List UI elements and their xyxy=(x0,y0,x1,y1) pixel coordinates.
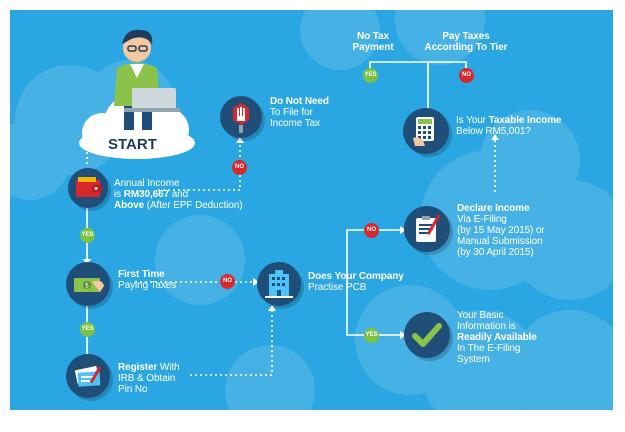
no-need-file-line1: Do Not Need xyxy=(270,96,329,107)
first-time-line2: Paying Taxes xyxy=(118,280,177,291)
declare-income-line2: Via E-Filing xyxy=(457,214,507,225)
flowchart-panel: START Annual Income is RM30,667 and Abov… xyxy=(10,10,613,410)
declare-income-line5: (by 30 April 2015) xyxy=(457,247,534,258)
clipboard-pen-icon xyxy=(404,206,450,252)
taxable-income-line2: Below RM5,001? xyxy=(456,126,531,137)
declare-income-line4: Manual Submission xyxy=(457,236,543,247)
pay-taxes-tier-line1: Pay Taxes xyxy=(442,31,490,42)
basic-info-line1: Your Basic xyxy=(457,310,504,321)
annual-income-line1: Annual Income xyxy=(114,178,180,189)
basic-info-line2: Information is xyxy=(457,321,516,332)
register-line2: IRB & Obtain xyxy=(118,373,176,384)
building-icon xyxy=(257,262,301,306)
yes-badge-first-time: YES xyxy=(80,322,95,337)
company-pcb-line2: Practise PCB xyxy=(308,282,367,293)
annual-income-text: Annual Income is RM30,667 and Above (Aft… xyxy=(114,178,274,211)
register-text: Register With IRB & Obtain Pin No xyxy=(118,362,218,395)
company-pcb-line1: Does Your Company xyxy=(308,271,404,282)
no-tax-payment-line2: Payment xyxy=(352,42,394,53)
register-line3: Pin No xyxy=(118,384,148,395)
start-character-illustration xyxy=(79,29,195,159)
taxable-income-text: Is Your Taxable Income Below RM5,001? xyxy=(456,115,606,137)
first-time-line1: First Time xyxy=(118,269,165,280)
basic-info-text: Your Basic Information is Readily Availa… xyxy=(457,310,567,365)
stop-hand-icon xyxy=(220,96,262,138)
declare-income-text: Declare Income Via E-Filing (by 15 May 2… xyxy=(457,203,567,258)
no-badge-taxable: NO xyxy=(459,68,474,83)
company-pcb-text: Does Your Company Practise PCB xyxy=(308,271,428,293)
annual-income-line3: Above (After EPF Deduction) xyxy=(114,200,243,211)
forms-icon xyxy=(66,354,110,398)
first-time-text: First Time Paying Taxes xyxy=(118,269,218,291)
no-need-file-line2: To File for xyxy=(270,107,313,118)
no-badge-company: NO xyxy=(364,223,379,238)
declare-income-line3: (by 15 May 2015) or xyxy=(457,225,545,236)
wallet-icon xyxy=(68,168,108,208)
cash-icon: $ xyxy=(66,262,110,306)
checkmark-icon xyxy=(404,312,450,358)
svg-text:$: $ xyxy=(85,282,89,290)
pay-taxes-tier-text: Pay Taxes According To Tier xyxy=(416,31,516,53)
calculator-icon xyxy=(403,108,449,154)
declare-income-line1: Declare Income xyxy=(457,203,530,214)
yes-badge-annual: YES xyxy=(80,228,95,243)
yes-badge-company: YES xyxy=(364,328,379,343)
register-line1: Register With xyxy=(118,362,180,373)
basic-info-line3: Readily Available xyxy=(457,332,537,343)
taxable-income-line1: Is Your Taxable Income xyxy=(456,115,562,126)
no-tax-payment-line1: No Tax xyxy=(357,31,389,42)
pay-taxes-tier-line2: According To Tier xyxy=(424,42,508,53)
no-need-file-text: Do Not Need To File for Income Tax xyxy=(270,96,360,129)
basic-info-line5: System xyxy=(457,354,490,365)
yes-badge-taxable: YES xyxy=(363,68,378,83)
start-label: START xyxy=(108,136,157,153)
no-need-file-line3: Income Tax xyxy=(270,118,320,129)
no-badge-first-time: NO xyxy=(220,274,235,289)
annual-income-line2: is RM30,667 and xyxy=(114,189,189,200)
basic-info-line4: In The E-Filing xyxy=(457,343,521,354)
no-tax-payment-text: No Tax Payment xyxy=(343,31,403,53)
no-badge-annual: NO xyxy=(232,160,247,175)
